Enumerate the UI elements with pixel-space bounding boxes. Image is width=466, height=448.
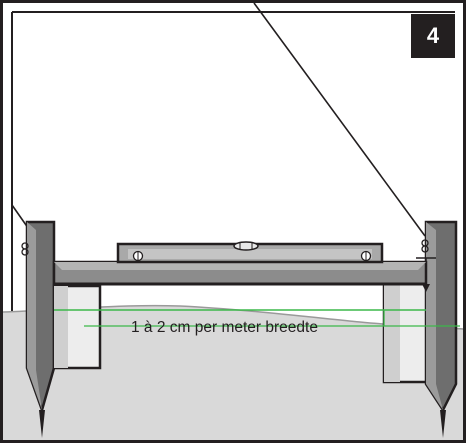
string-knot-icon-right [421, 239, 429, 253]
string-knot-icon [21, 242, 29, 256]
left-stake [25, 220, 56, 438]
level-screw-icon [132, 250, 144, 262]
left-support-block [52, 284, 102, 370]
straight-edge-beam [52, 260, 428, 286]
ground-area [3, 305, 463, 440]
level-bubble-icon [233, 241, 259, 251]
step-number-badge: 4 [411, 14, 455, 58]
string-line-right [253, 2, 426, 237]
level-screw-icon-right [360, 250, 372, 262]
spirit-level [116, 241, 384, 264]
slope-caption: 1 à 2 cm per meter breedte [131, 319, 318, 336]
right-support-block [382, 280, 432, 384]
right-stake [424, 220, 458, 438]
dashed-arrow-icon [416, 257, 436, 292]
